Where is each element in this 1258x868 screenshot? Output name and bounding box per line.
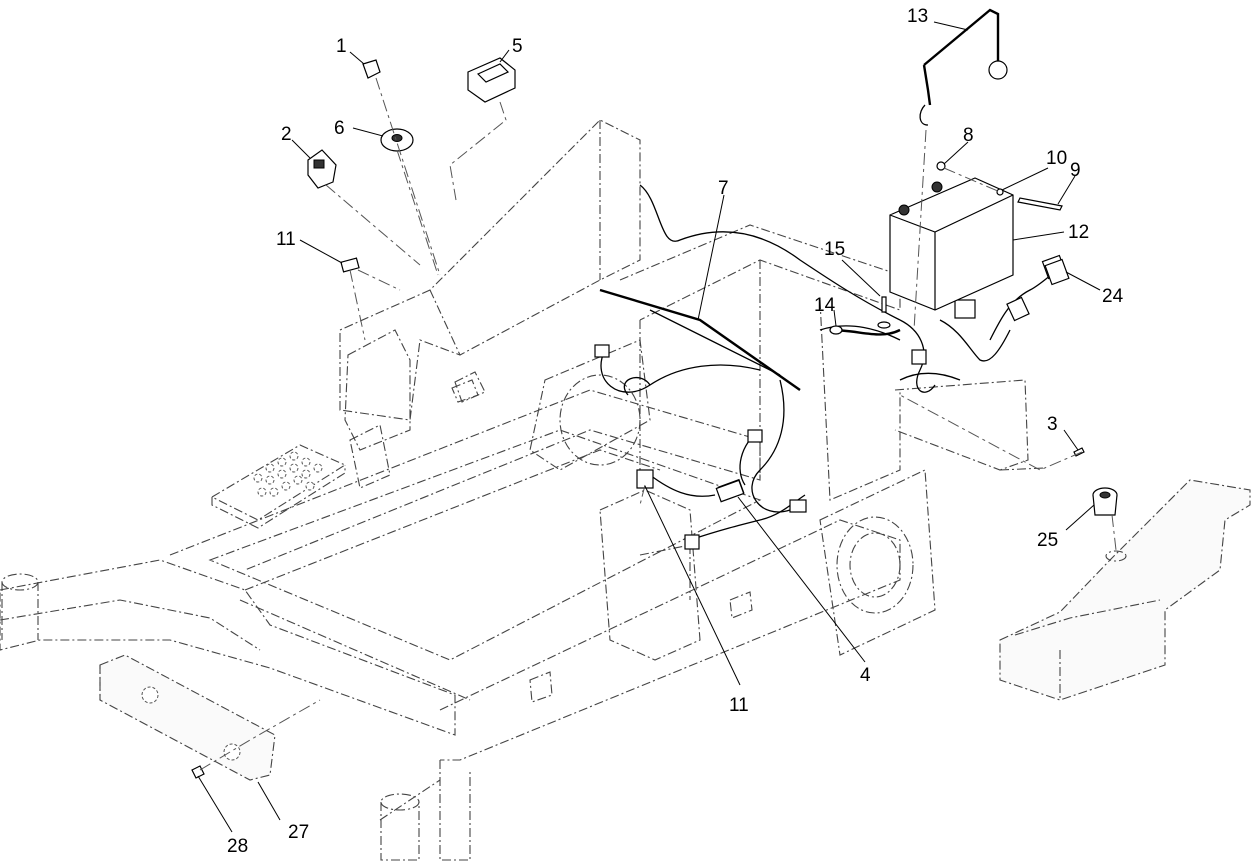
callout-24: 24 — [1102, 286, 1124, 307]
footrest-holes — [253, 451, 323, 497]
callout-labels: 1 2 3 4 5 6 7 8 9 10 11 11 12 13 14 15 2… — [227, 6, 1124, 857]
battery-hold-down-rod — [919, 8, 1008, 126]
callout-13: 13 — [907, 6, 928, 27]
callout-6: 6 — [334, 118, 345, 139]
ignition-switch — [380, 128, 414, 152]
callout-15: 15 — [824, 239, 845, 260]
hour-meter — [467, 57, 516, 103]
leader-lines — [197, 21, 1101, 833]
callout-11-upper: 11 — [276, 229, 296, 250]
harness-connector — [715, 479, 745, 503]
callout-25: 25 — [1037, 530, 1058, 551]
callout-28: 28 — [227, 836, 248, 857]
callout-4: 4 — [860, 665, 871, 686]
callout-14: 14 — [814, 295, 836, 316]
battery — [889, 177, 1014, 311]
mower-frame — [0, 119, 1046, 861]
power-outlet — [1092, 487, 1118, 516]
callout-7: 7 — [718, 178, 729, 199]
terminal-bolt — [877, 296, 891, 329]
callout-8: 8 — [963, 125, 974, 146]
callout-1: 1 — [336, 36, 347, 57]
indicator-light-upper — [340, 257, 360, 273]
callout-5: 5 — [512, 36, 523, 57]
callout-10: 10 — [1046, 148, 1067, 169]
callout-2: 2 — [281, 124, 292, 145]
rocker-switch — [307, 149, 337, 189]
seat-switch-lower — [636, 469, 654, 489]
battery-terminal-hardware — [936, 161, 1063, 211]
connector-a — [594, 344, 610, 358]
callout-12: 12 — [1068, 222, 1089, 243]
callout-9: 9 — [1070, 160, 1081, 181]
assembly-lines — [199, 77, 1117, 771]
key — [362, 59, 381, 79]
rear-bumper-plate — [99, 654, 276, 781]
callout-27: 27 — [288, 822, 309, 843]
fuse-holder — [1044, 258, 1070, 286]
callout-3: 3 — [1047, 414, 1058, 435]
callout-11-lower: 11 — [729, 695, 749, 716]
right-side-cover — [999, 479, 1251, 701]
